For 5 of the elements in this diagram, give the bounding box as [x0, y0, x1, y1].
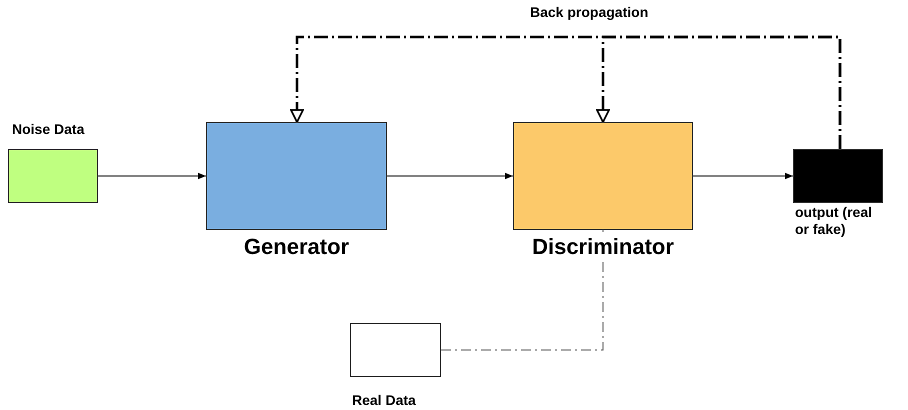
arrow [386, 172, 514, 180]
arrow [596, 36, 842, 149]
edge-label: Back propagation [528, 4, 650, 20]
arrow [98, 172, 206, 180]
arrow [692, 172, 794, 180]
